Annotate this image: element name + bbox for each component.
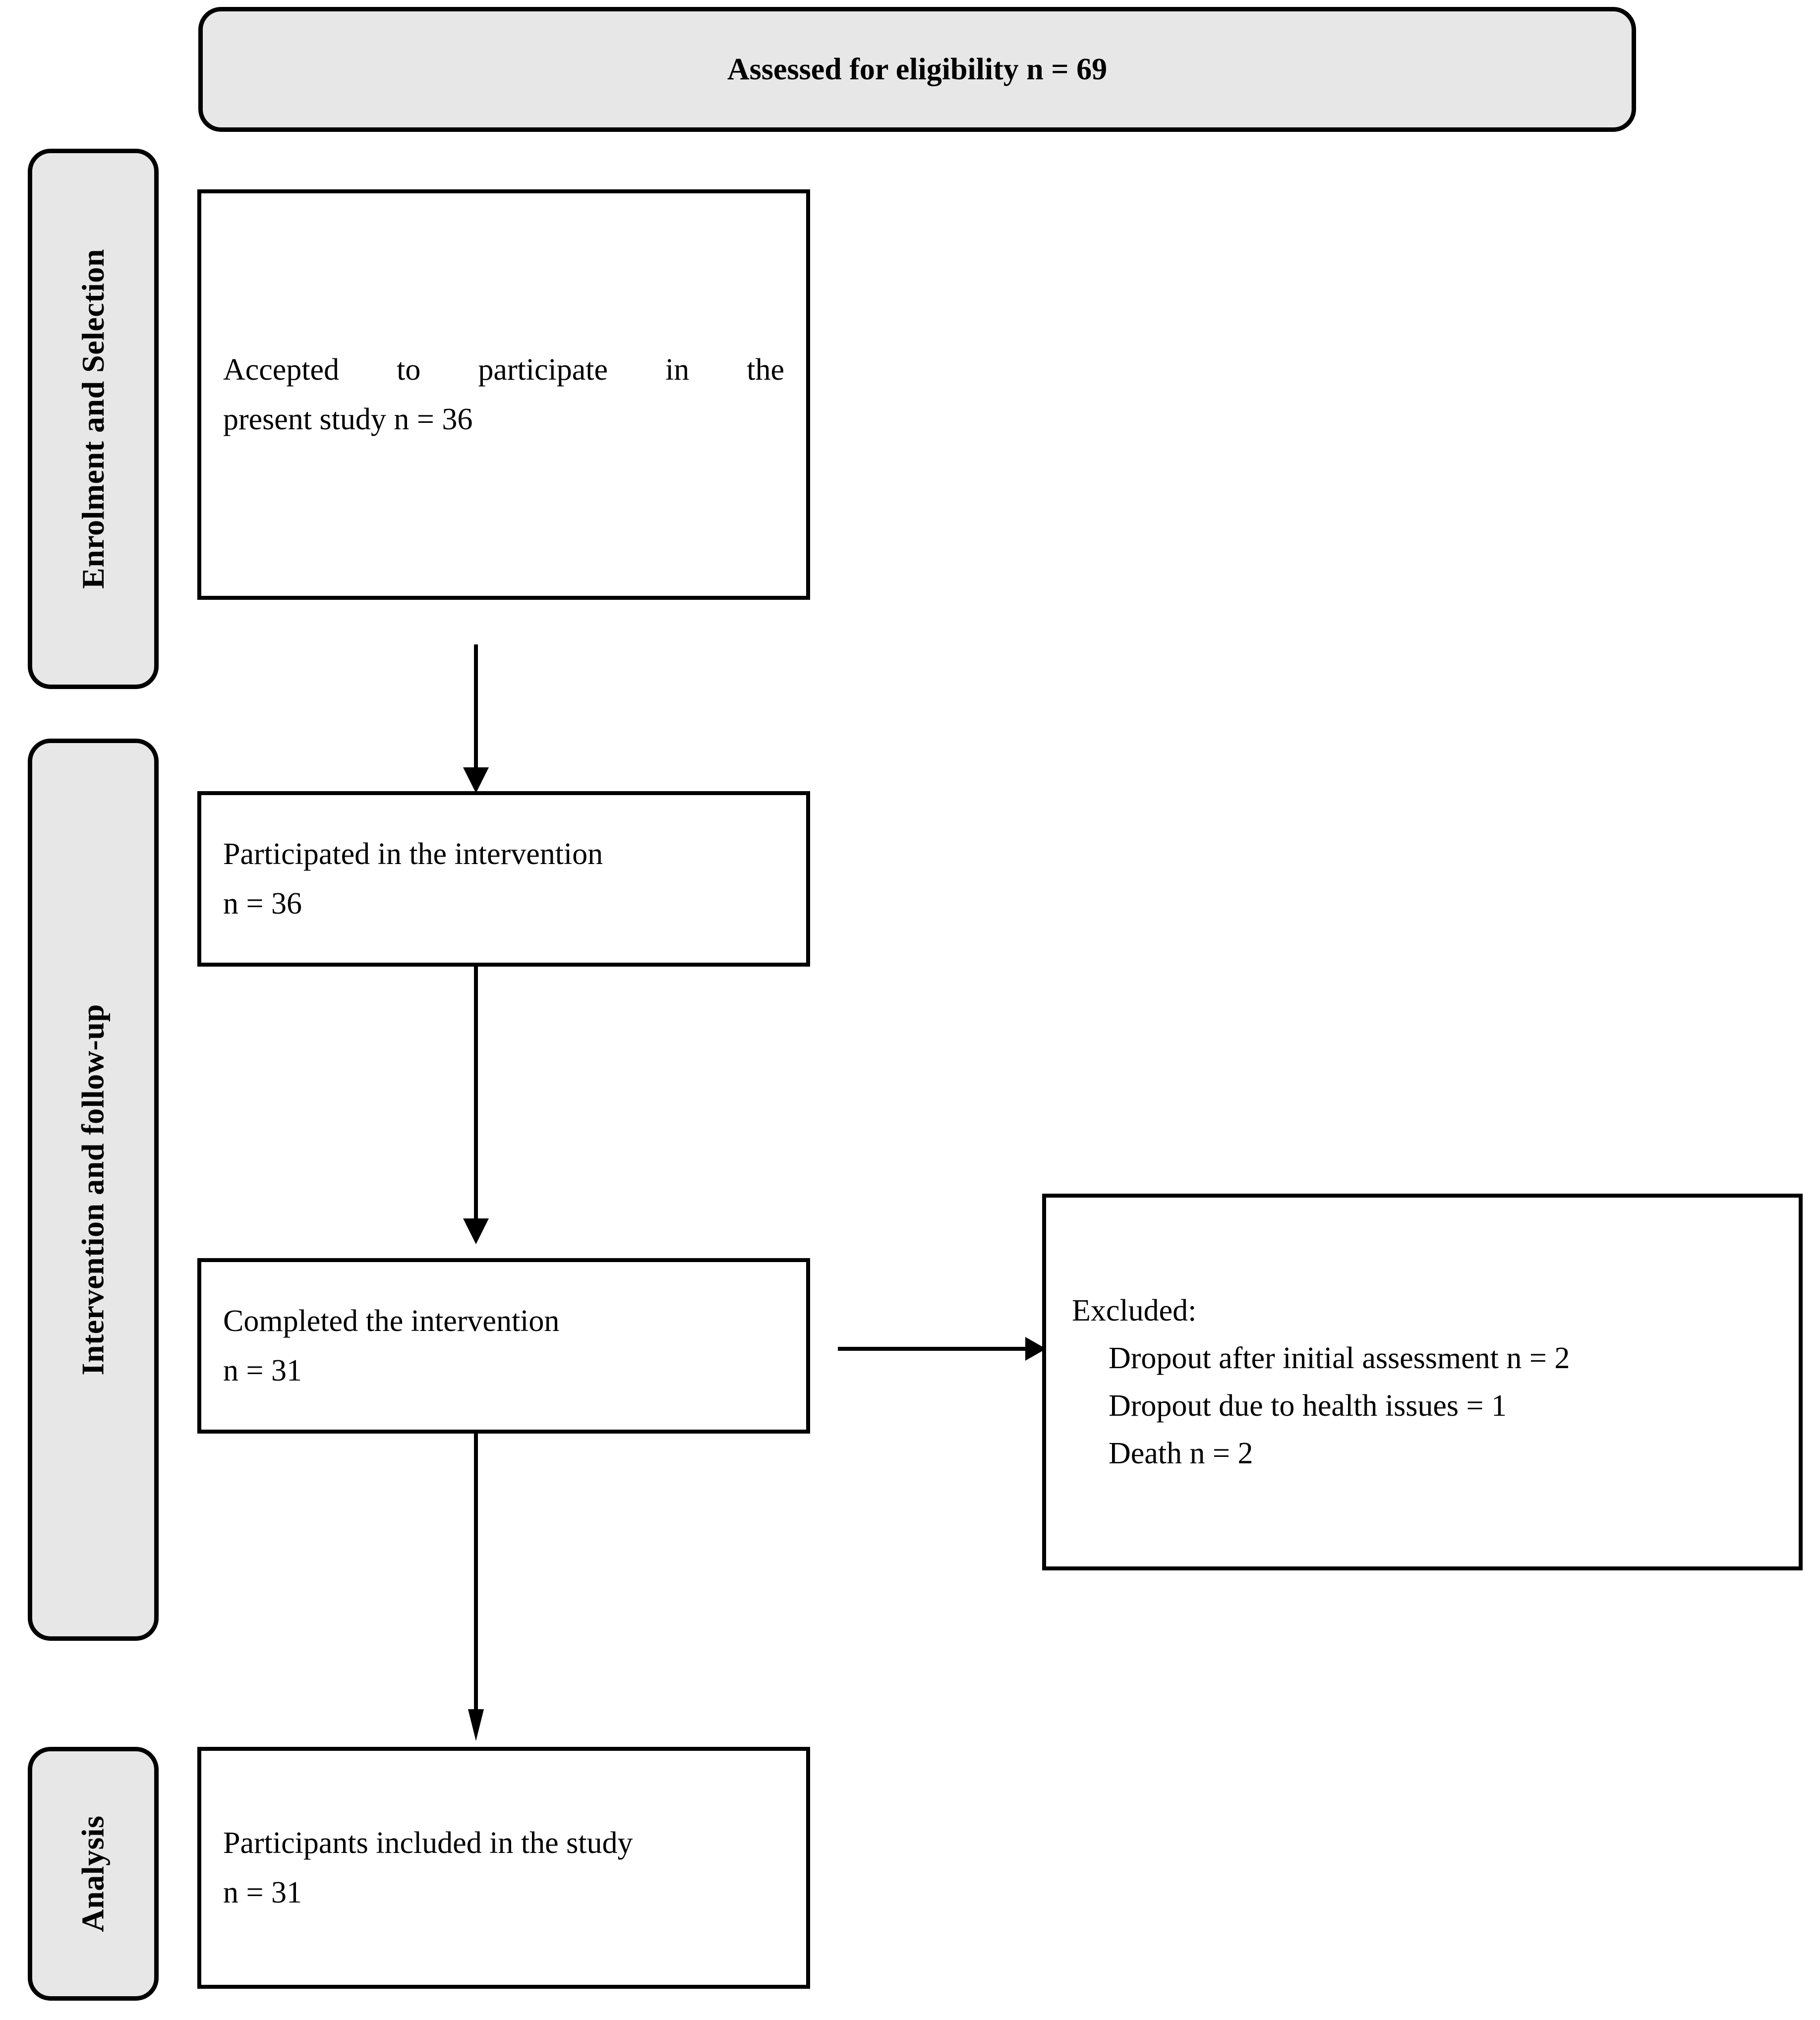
excluded-item-dropout-health: Dropout due to health issues = 1 xyxy=(1109,1389,1507,1423)
node-accepted-to-participate: Accepted to participate in the present s… xyxy=(197,189,810,600)
banner-label: Assessed for eligibility n = 69 xyxy=(727,52,1108,86)
arrow-completed-to-included xyxy=(461,1434,491,1741)
excluded-heading: Excluded: xyxy=(1072,1293,1197,1327)
node-participated-line-1: Participated in the intervention xyxy=(223,837,603,871)
node-included-line-1: Participants included in the study xyxy=(223,1826,633,1860)
down-arrow-icon xyxy=(468,1434,484,1741)
stage-label-analysis: Analysis xyxy=(75,1815,111,1932)
stage-pill-intervention: Intervention and follow-up xyxy=(28,739,159,1641)
down-arrow-icon xyxy=(463,644,489,793)
node-accepted-line-1: Accepted to participate in the xyxy=(223,352,784,387)
arrow-completed-to-excluded xyxy=(838,1333,1046,1364)
stage-label-enrolment: Enrolment and Selection xyxy=(75,249,111,589)
node-included-line-2: n = 31 xyxy=(223,1876,302,1909)
node-completed-line-2: n = 31 xyxy=(223,1354,302,1387)
down-arrow-icon xyxy=(463,967,489,1244)
stage-label-intervention: Intervention and follow-up xyxy=(75,1004,111,1376)
excluded-item-death: Death n = 2 xyxy=(1109,1437,1253,1471)
node-completed-intervention: Completed the intervention n = 31 xyxy=(197,1258,810,1434)
node-participants-included: Participants included in the study n = 3… xyxy=(197,1747,810,1989)
arrow-accepted-to-participated xyxy=(459,644,493,793)
excluded-item-dropout-initial: Dropout after initial assessment n = 2 xyxy=(1109,1341,1570,1375)
node-accepted-line-2: present study n = 36 xyxy=(223,403,473,436)
assessed-for-eligibility-banner: Assessed for eligibility n = 69 xyxy=(198,7,1636,132)
node-completed-line-1: Completed the intervention xyxy=(223,1304,560,1338)
node-excluded: Excluded: Dropout after initial assessme… xyxy=(1042,1194,1803,1570)
right-arrow-icon xyxy=(838,1337,1046,1361)
arrow-participated-to-completed xyxy=(459,967,493,1244)
node-participated-line-2: n = 36 xyxy=(223,887,302,921)
stage-pill-enrolment: Enrolment and Selection xyxy=(28,149,159,689)
node-participated-in-intervention: Participated in the intervention n = 36 xyxy=(197,791,810,967)
stage-pill-analysis: Analysis xyxy=(28,1747,159,2001)
